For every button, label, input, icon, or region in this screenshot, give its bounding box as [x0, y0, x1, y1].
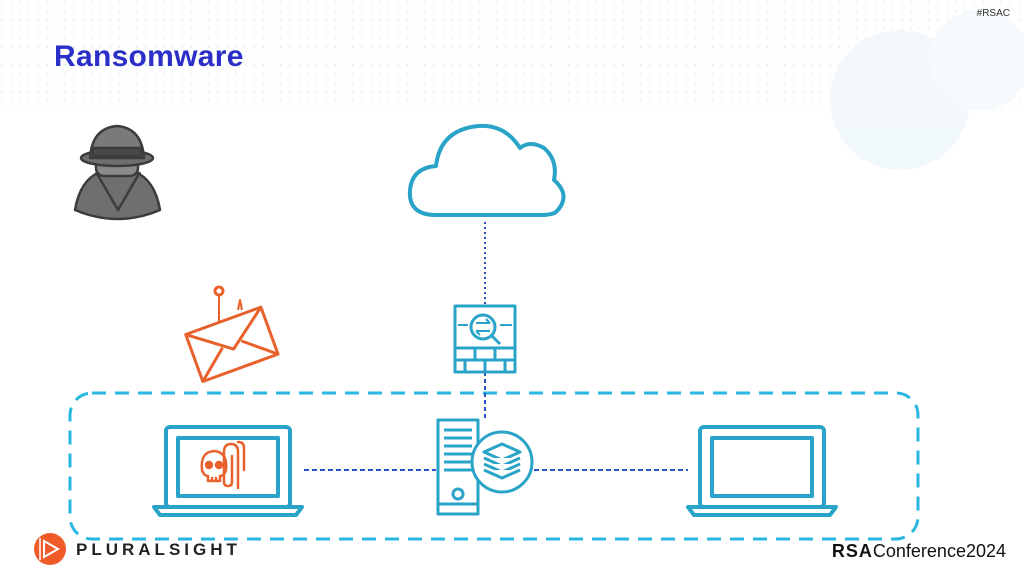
- infected-laptop-icon: [152, 425, 304, 517]
- rsa-logo-prefix: RSA: [831, 541, 873, 561]
- skull-icon: [200, 449, 228, 483]
- pluralsight-brand-text: PLURALSIGHT: [76, 540, 241, 559]
- firewall-icon: [453, 304, 517, 374]
- database-layers-icon: [470, 430, 534, 494]
- background-dots-pattern: [0, 0, 1024, 170]
- rsa-logo-suffix: Conference2024: [872, 541, 1006, 561]
- network-boundary: [68, 391, 920, 541]
- pluralsight-logo-icon: [34, 533, 66, 565]
- spy-icon: [73, 124, 162, 221]
- paperclip-icon: [222, 440, 246, 490]
- laptop-icon: [686, 425, 838, 517]
- phishing-email-icon: [184, 285, 280, 383]
- cloud-icon: [407, 123, 566, 217]
- rsa-conference-logo: RSAConference2024: [832, 541, 1006, 562]
- hashtag-label: #RSAC: [976, 8, 1010, 19]
- slide-title: Ransomware: [54, 40, 244, 73]
